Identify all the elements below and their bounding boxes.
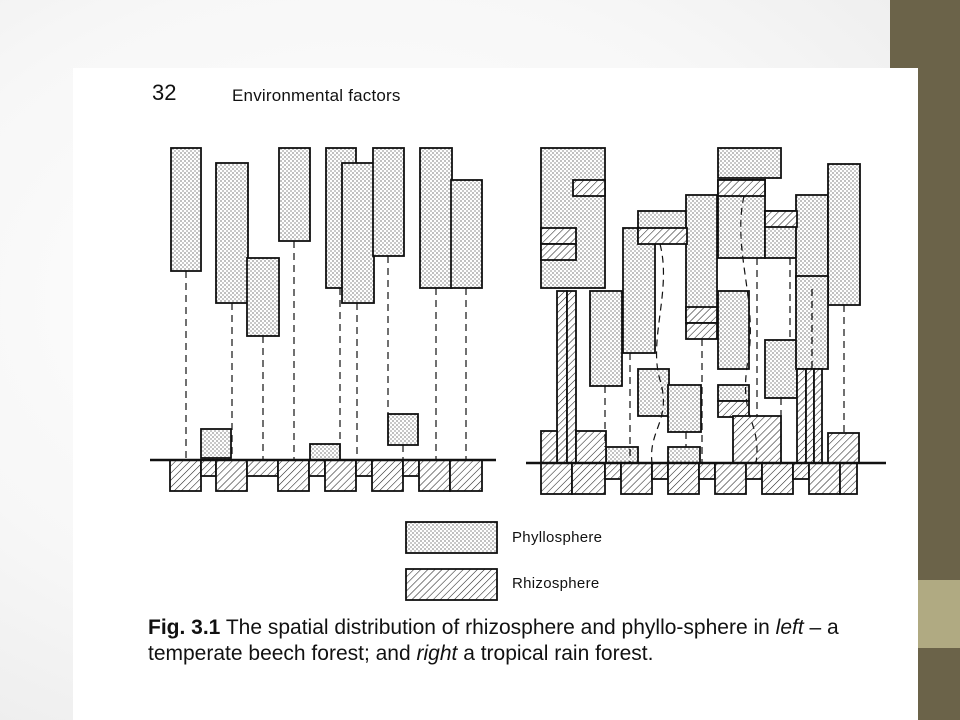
phyllosphere-crown (540, 147, 606, 289)
temperate-forest-panel (150, 147, 496, 492)
phyllosphere-crown (637, 368, 670, 417)
rhizosphere-zone (827, 432, 860, 464)
rhizosphere-zone (575, 430, 607, 464)
page-number: 32 (152, 80, 177, 105)
rhizosphere-zone (215, 459, 248, 492)
phyllosphere-crown (622, 227, 656, 354)
rhizosphere-zone (651, 462, 669, 480)
caption-text-2: – a temperate beech forest; and (148, 616, 839, 665)
phyllosphere-crown (717, 384, 750, 402)
phyllosphere-crown (795, 194, 829, 290)
phyllosphere-understory (605, 446, 639, 464)
rhizosphere-zone (717, 400, 750, 418)
rhizosphere-zone (371, 459, 404, 492)
rhizosphere-zone (764, 210, 798, 228)
rhizosphere-zone (620, 462, 653, 495)
caption-text-1: The spatial distribution of rhizosphere … (225, 616, 776, 639)
phyllosphere-understory (200, 428, 232, 459)
rhizosphere-zone (667, 462, 700, 495)
rhizosphere-zone (717, 179, 766, 197)
phyllosphere-crown (717, 290, 750, 370)
phyllosphere-understory (667, 446, 701, 464)
legend-swatch-phyllosphere (405, 521, 498, 554)
phyllosphere-understory (309, 443, 341, 461)
rhizosphere-zone (761, 462, 794, 495)
rhizosphere-zone (698, 462, 716, 480)
rhizosphere-zone (808, 462, 841, 495)
phyllosphere-understory (387, 413, 419, 446)
phyllosphere-crown (170, 147, 202, 272)
rhizosphere-zone (169, 459, 202, 492)
rhizosphere-zone (200, 459, 217, 477)
rhizosphere-zone (745, 462, 763, 480)
rhizosphere-zone (556, 290, 568, 464)
trunk-lines (604, 195, 845, 464)
caption-text-3: a tropical rain forest. (457, 642, 654, 665)
phyllosphere-crown (717, 147, 782, 179)
phyllosphere-crown (764, 339, 798, 399)
phyllosphere-crown (246, 257, 280, 337)
rhizosphere-zone (571, 462, 606, 495)
rhizosphere-zone (839, 462, 858, 495)
rhizosphere-zone (566, 290, 577, 464)
rhizosphere-zone (792, 462, 810, 480)
rhizosphere-zone (732, 415, 782, 464)
legend (405, 521, 498, 601)
tropical-forest-panel (526, 147, 886, 495)
running-head: Environmental factors (232, 86, 401, 105)
phyllosphere-crown (685, 194, 718, 321)
rhizosphere-zone (540, 227, 577, 245)
rhizosphere-zone (796, 368, 807, 464)
caption-right-word: right (416, 642, 458, 665)
rhizosphere-zone (540, 243, 577, 261)
rhizosphere-zone (540, 462, 573, 495)
phyllosphere-crown (450, 179, 483, 289)
trunk-lines (185, 241, 467, 460)
rhizosphere-zone (308, 459, 326, 477)
rhizosphere-zone (324, 459, 357, 492)
phyllosphere-crown (215, 162, 249, 304)
rhizosphere-zone (277, 459, 310, 492)
rhizosphere-zones (169, 459, 483, 492)
rhizosphere-zone (418, 459, 451, 492)
rhizosphere-zone (714, 462, 747, 495)
rhizosphere-zone (685, 322, 718, 340)
rhizosphere-zone (572, 179, 606, 197)
rhizosphere-zone (355, 459, 373, 477)
rhizosphere-zone (637, 227, 688, 245)
legend-swatch-rhizosphere (405, 568, 498, 601)
phyllosphere-crown (278, 147, 311, 242)
rhizosphere-zone (246, 459, 279, 477)
rhizosphere-zones (540, 179, 860, 495)
phyllosphere-crowns (170, 147, 483, 461)
rhizosphere-zone (402, 459, 420, 477)
phyllosphere-crown (667, 384, 702, 433)
rhizosphere-zone (685, 306, 718, 324)
legend-label-phyllosphere: Phyllosphere (512, 529, 603, 546)
rhizosphere-zone (805, 368, 815, 464)
phyllosphere-crown (827, 163, 861, 306)
phyllosphere-crown (372, 147, 405, 257)
caption-left-word: left (775, 616, 804, 639)
rhizosphere-zone (540, 430, 558, 464)
slide-side-accent (918, 580, 960, 648)
rhizosphere-zone (449, 459, 483, 492)
phyllosphere-crowns (540, 147, 861, 464)
rhizosphere-zone (813, 368, 823, 464)
phyllosphere-crown (419, 147, 453, 289)
legend-label-rhizosphere: Rhizosphere (512, 575, 600, 592)
phyllosphere-crown (341, 162, 375, 304)
phyllosphere-crown (589, 290, 623, 387)
rhizosphere-zone (604, 462, 622, 480)
figure-label: Fig. 3.1 (148, 616, 221, 639)
figure-caption: Fig. 3.1 The spatial distribution of rhi… (148, 615, 883, 667)
